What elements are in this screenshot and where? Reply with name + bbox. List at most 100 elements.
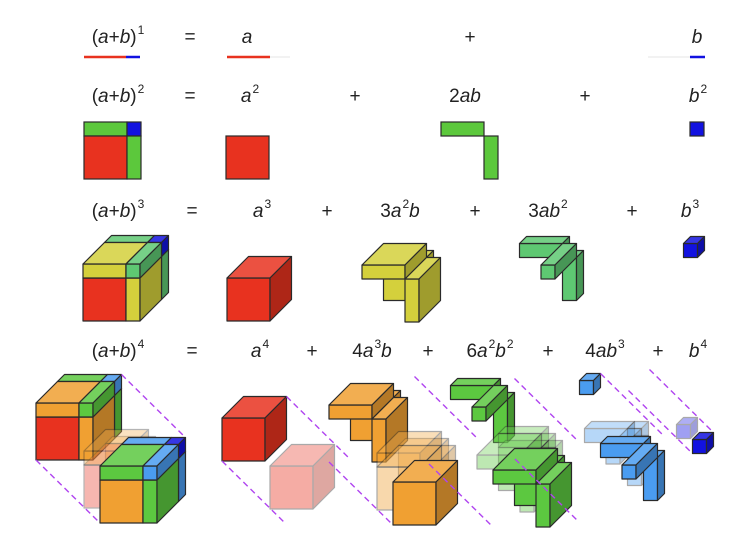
rect-ab-1: [440, 121, 485, 137]
box-top-face: [120, 436, 173, 446]
open-paren: (: [91, 86, 99, 107]
box-front-face: [99, 479, 144, 524]
exponent: 4: [262, 337, 270, 351]
exponent: 3: [692, 197, 700, 211]
box-front-face: [125, 277, 141, 322]
plus-operator: +: [422, 342, 433, 361]
box-side-face: [575, 249, 585, 302]
plus-text: +: [422, 341, 434, 362]
dashed-connector: [286, 396, 351, 460]
box-top-face: [269, 443, 336, 467]
box-side-face: [656, 449, 666, 502]
box-side-face: [705, 431, 715, 455]
box-side-face: [435, 459, 459, 526]
plus-sign: +: [108, 341, 120, 362]
variable: b: [470, 86, 481, 107]
close-paren: ): [130, 27, 137, 48]
plus-operator: +: [306, 342, 317, 361]
box-top-face: [540, 439, 564, 449]
coefficient: 4: [585, 341, 596, 362]
row3-cubes: [82, 234, 706, 323]
equals-sign: =: [186, 342, 197, 361]
piece-aaa: [226, 255, 293, 322]
term-1-0: a2: [241, 83, 259, 106]
box-front-face: [125, 263, 141, 279]
plus-sign: +: [108, 27, 120, 48]
equals-sign: =: [184, 87, 195, 106]
piece-bba: [540, 242, 578, 280]
variable: a: [362, 341, 374, 362]
dashed-connector: [414, 376, 479, 440]
tesseract-4ab3: [514, 372, 666, 523]
piece-bbb: [675, 416, 699, 440]
close-paren: ): [130, 201, 137, 222]
piece-aaa: [221, 395, 288, 462]
box-side-face: [139, 241, 163, 279]
equals-text: =: [184, 86, 196, 107]
exponent: 2: [506, 337, 514, 351]
box-front-face: [269, 465, 314, 510]
variable-b: b: [119, 201, 131, 222]
variable: b: [409, 201, 420, 222]
equals-sign: =: [184, 28, 195, 47]
exponent: 4: [700, 337, 708, 351]
box-top-face: [518, 235, 571, 245]
plus-text: +: [626, 201, 638, 222]
exponent: 2: [700, 82, 708, 96]
dashed-connector: [328, 461, 394, 526]
variable: b: [680, 201, 692, 222]
close-paren: ): [130, 86, 137, 107]
box-top-face: [397, 437, 450, 447]
box-top-face: [626, 420, 650, 430]
box-side-face: [264, 395, 288, 462]
box-top-face: [376, 430, 443, 454]
plus-text: +: [652, 341, 664, 362]
piece-bba: [125, 241, 163, 279]
dashed-connector: [514, 458, 580, 523]
piece-aaa: [392, 459, 459, 526]
box-top-face: [599, 435, 652, 445]
dashed-connector: [121, 374, 186, 438]
variable: a: [390, 201, 402, 222]
term-3-0: a4: [251, 338, 269, 361]
variable: a: [595, 341, 607, 362]
box-front-face: [540, 264, 556, 280]
rect-ab-2: [483, 135, 499, 180]
open-paren: (: [91, 201, 99, 222]
term-1-1: 2ab: [449, 87, 481, 106]
piece-abb: [497, 425, 550, 449]
term-3-3: 4ab3: [585, 338, 624, 362]
box-side-face: [385, 396, 409, 463]
term-3-2: 6a2b2: [466, 338, 513, 361]
term-2-2: 3ab2: [528, 198, 567, 222]
exponent: 3: [137, 197, 145, 211]
variable: a: [252, 201, 264, 222]
box-side-face: [554, 242, 578, 280]
box-top-face: [103, 234, 156, 244]
exponent: 2: [488, 337, 496, 351]
coefficient: 3: [528, 201, 539, 222]
exponent: 2: [561, 197, 568, 211]
term-0-0: a: [242, 28, 253, 47]
piece-baa: [404, 256, 442, 323]
variable-a: a: [98, 341, 109, 362]
box-side-face: [696, 235, 706, 259]
plus-operator: +: [652, 342, 663, 361]
square-a2-term: [225, 135, 270, 180]
box-front-face: [99, 465, 144, 481]
box-front-face: [361, 264, 406, 280]
variable-a: a: [98, 27, 109, 48]
variable-b: b: [119, 341, 131, 362]
variable: a: [241, 27, 253, 48]
variable-b: b: [119, 86, 131, 107]
box-front-face: [142, 465, 158, 481]
equals-text: =: [184, 27, 196, 48]
box-front-face: [392, 481, 437, 526]
exponent: 2: [402, 197, 410, 211]
box-top-face: [675, 416, 699, 426]
piece-bba: [142, 443, 180, 481]
box-top-face: [56, 373, 109, 383]
lhs-expression: (a+b)3: [91, 198, 145, 222]
square-b2: [126, 121, 142, 137]
lhs-expression: (a+b)4: [92, 338, 145, 362]
